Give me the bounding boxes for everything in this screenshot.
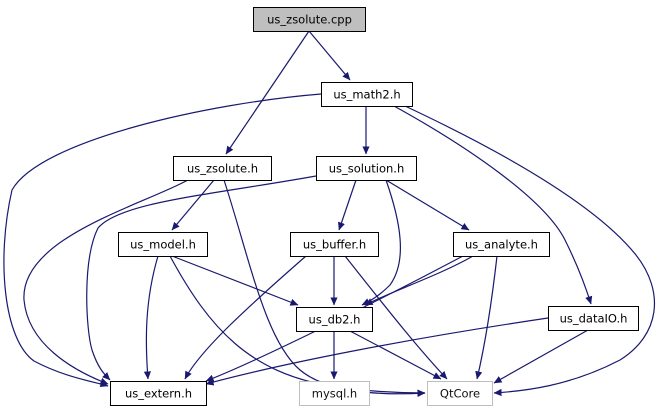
- edge-us-solution-h-to-us-analyte-h: [385, 179, 470, 231]
- edge-us-model-h-to-QtCore: [169, 255, 426, 397]
- node-QtCore: QtCore: [427, 381, 493, 406]
- node-us-db2-h[interactable]: us_db2.h: [296, 307, 373, 332]
- node-us-model-h[interactable]: us_model.h: [118, 232, 208, 257]
- node-label: us_zsolute.h: [187, 162, 258, 176]
- edge-us-dataIO-h-to-QtCore: [493, 329, 589, 384]
- node-box: [427, 381, 493, 406]
- edge-us-zsolute-h-to-us-model-h: [171, 179, 215, 231]
- node-box: [316, 156, 417, 181]
- node-label: us_model.h: [130, 238, 196, 252]
- edge-us-math2-h-to-QtCore: [404, 105, 656, 397]
- node-label: mysql.h: [312, 387, 357, 401]
- edge-us-db2-h-to-QtCore: [349, 330, 442, 380]
- node-label: us_solution.h: [329, 162, 405, 176]
- node-box: [253, 7, 366, 32]
- node-box: [173, 156, 272, 181]
- node-us-buffer-h[interactable]: us_buffer.h: [290, 232, 379, 257]
- node-us-solution-h[interactable]: us_solution.h: [316, 156, 417, 181]
- edge-us-zsolute-cpp-to-us-zsolute-h: [225, 30, 310, 155]
- edge-us-dataIO-h-to-us-extern-h: [205, 317, 549, 386]
- node-box: [110, 381, 207, 406]
- node-label: us_buffer.h: [303, 238, 366, 252]
- edge-us-zsolute-h-to-QtCore: [223, 179, 426, 398]
- node-box: [453, 232, 550, 257]
- node-label: QtCore: [440, 387, 480, 401]
- nodes-layer: us_zsolute.cpp us_math2.h us_zsolute.h us_s…: [110, 7, 639, 406]
- node-us-zsolute-cpp[interactable]: us_zsolute.cpp: [253, 7, 366, 32]
- node-box: [290, 232, 379, 257]
- node-us-analyte-h[interactable]: us_analyte.h: [453, 232, 550, 257]
- edge-us-zsolute-h-to-us-extern-h: [23, 179, 189, 385]
- edge-us-buffer-h-to-QtCore: [344, 255, 448, 380]
- edge-us-math2-h-to-us-dataIO-h: [393, 105, 593, 305]
- node-box: [296, 307, 373, 332]
- edge-us-model-h-to-us-db2-h: [171, 255, 299, 306]
- edge-us-analyte-h-to-QtCore: [475, 255, 498, 380]
- node-box: [118, 232, 208, 257]
- node-box: [299, 381, 370, 406]
- node-us-dataIO-h[interactable]: us_dataIO.h: [548, 306, 639, 331]
- edge-us-zsolute-cpp-to-us-math2-h: [308, 30, 351, 81]
- node-mysql-h: mysql.h: [299, 381, 370, 406]
- edges-layer: [3, 30, 656, 398]
- edge-us-solution-h-to-us-buffer-h: [338, 179, 357, 231]
- node-us-zsolute-h[interactable]: us_zsolute.h: [173, 156, 272, 181]
- node-box: [321, 82, 413, 107]
- node-label: us_extern.h: [125, 387, 192, 401]
- node-label: us_analyte.h: [465, 238, 538, 252]
- edge-us-analyte-h-to-us-db2-h: [364, 255, 474, 306]
- edge-us-buffer-h-to-us-extern-h: [184, 255, 307, 380]
- node-label: us_zsolute.cpp: [267, 13, 352, 27]
- edge-us-math2-h-to-us-extern-h: [3, 93, 322, 388]
- node-label: us_db2.h: [309, 313, 361, 327]
- node-label: us_math2.h: [333, 88, 400, 102]
- edge-us-solution-h-to-us-extern-h: [86, 175, 317, 381]
- node-box: [548, 306, 639, 331]
- node-us-extern-h[interactable]: us_extern.h: [110, 381, 207, 406]
- node-label: us_dataIO.h: [560, 312, 628, 326]
- edge-us-model-h-to-us-extern-h: [143, 255, 159, 380]
- node-us-math2-h[interactable]: us_math2.h: [321, 82, 413, 107]
